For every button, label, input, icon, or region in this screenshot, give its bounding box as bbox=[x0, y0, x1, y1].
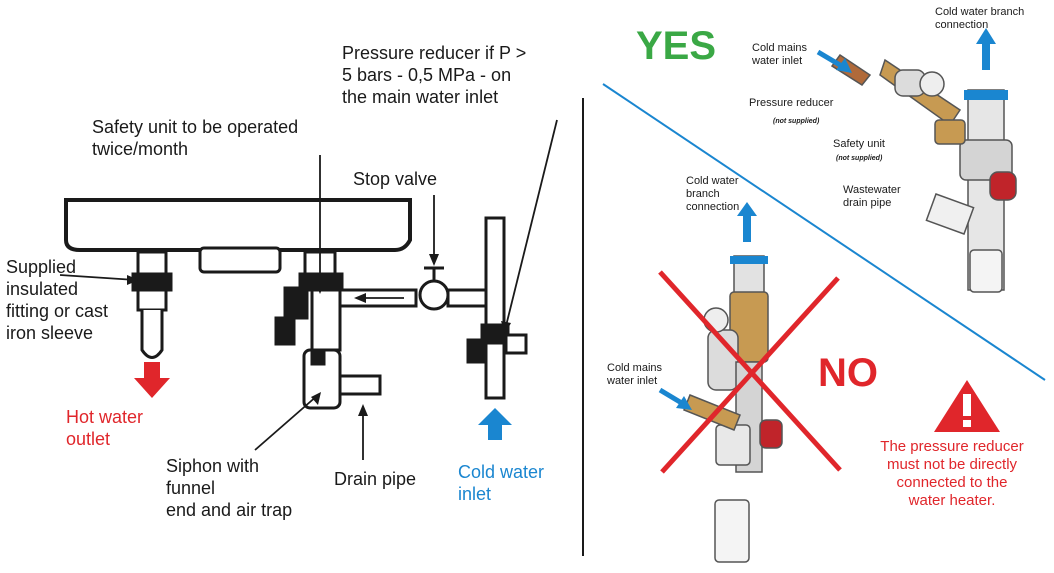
drain-pipe-label: Drain pipe bbox=[334, 469, 417, 489]
hot-water-arrow-icon bbox=[134, 362, 170, 398]
yes-cold-branch-label: Cold water branch connection bbox=[935, 6, 1025, 31]
safety-unit-label: Safety unit to be operated twice/month bbox=[92, 117, 299, 159]
water-heater-schematic bbox=[64, 198, 528, 410]
cold-water-inlet-label: Cold water inlet bbox=[458, 462, 545, 504]
no-cold-branch-label: Cold water branch connection bbox=[686, 175, 740, 213]
no-assembly bbox=[683, 255, 783, 563]
red-cross-icon bbox=[658, 270, 842, 474]
no-cold-mains-label: Cold mains water inlet bbox=[607, 362, 663, 387]
warning-triangle-icon bbox=[934, 380, 1000, 432]
yes-cold-branch-arrow-icon bbox=[976, 28, 996, 70]
yes-assembly bbox=[830, 53, 1017, 293]
diagonal-divider bbox=[602, 83, 1046, 381]
yes-heading: YES bbox=[636, 24, 717, 68]
no-cold-branch-arrow-icon bbox=[737, 202, 757, 242]
cold-water-arrow-icon bbox=[478, 408, 512, 440]
warning-text: The pressure reducer must not be directl… bbox=[880, 438, 1024, 509]
stop-valve-label: Stop valve bbox=[353, 169, 438, 189]
hot-water-outlet-label: Hot water outlet bbox=[66, 407, 144, 449]
yes-pressure-reducer-label: Pressure reducer bbox=[749, 97, 834, 109]
no-mains-arrow-icon bbox=[658, 387, 692, 410]
yes-mains-arrow-icon bbox=[816, 49, 852, 73]
siphon-label: Siphon with funnel end and air trap bbox=[166, 456, 293, 520]
yes-safety-unit-note: (not supplied) bbox=[836, 155, 883, 162]
yes-pressure-reducer-note: (not supplied) bbox=[773, 118, 820, 125]
yes-safety-unit-label: Safety unit bbox=[833, 138, 885, 150]
supplied-fitting-label: Supplied insulated fitting or cast iron … bbox=[6, 257, 109, 343]
no-heading: NO bbox=[818, 351, 878, 395]
yes-cold-mains-label: Cold mains water inlet bbox=[752, 42, 808, 67]
pressure-reducer-label: Pressure reducer if P > 5 bars - 0,5 MPa… bbox=[342, 43, 527, 107]
arrowheads bbox=[127, 254, 511, 416]
yes-wastewater-label: Wastewater drain pipe bbox=[843, 184, 901, 209]
